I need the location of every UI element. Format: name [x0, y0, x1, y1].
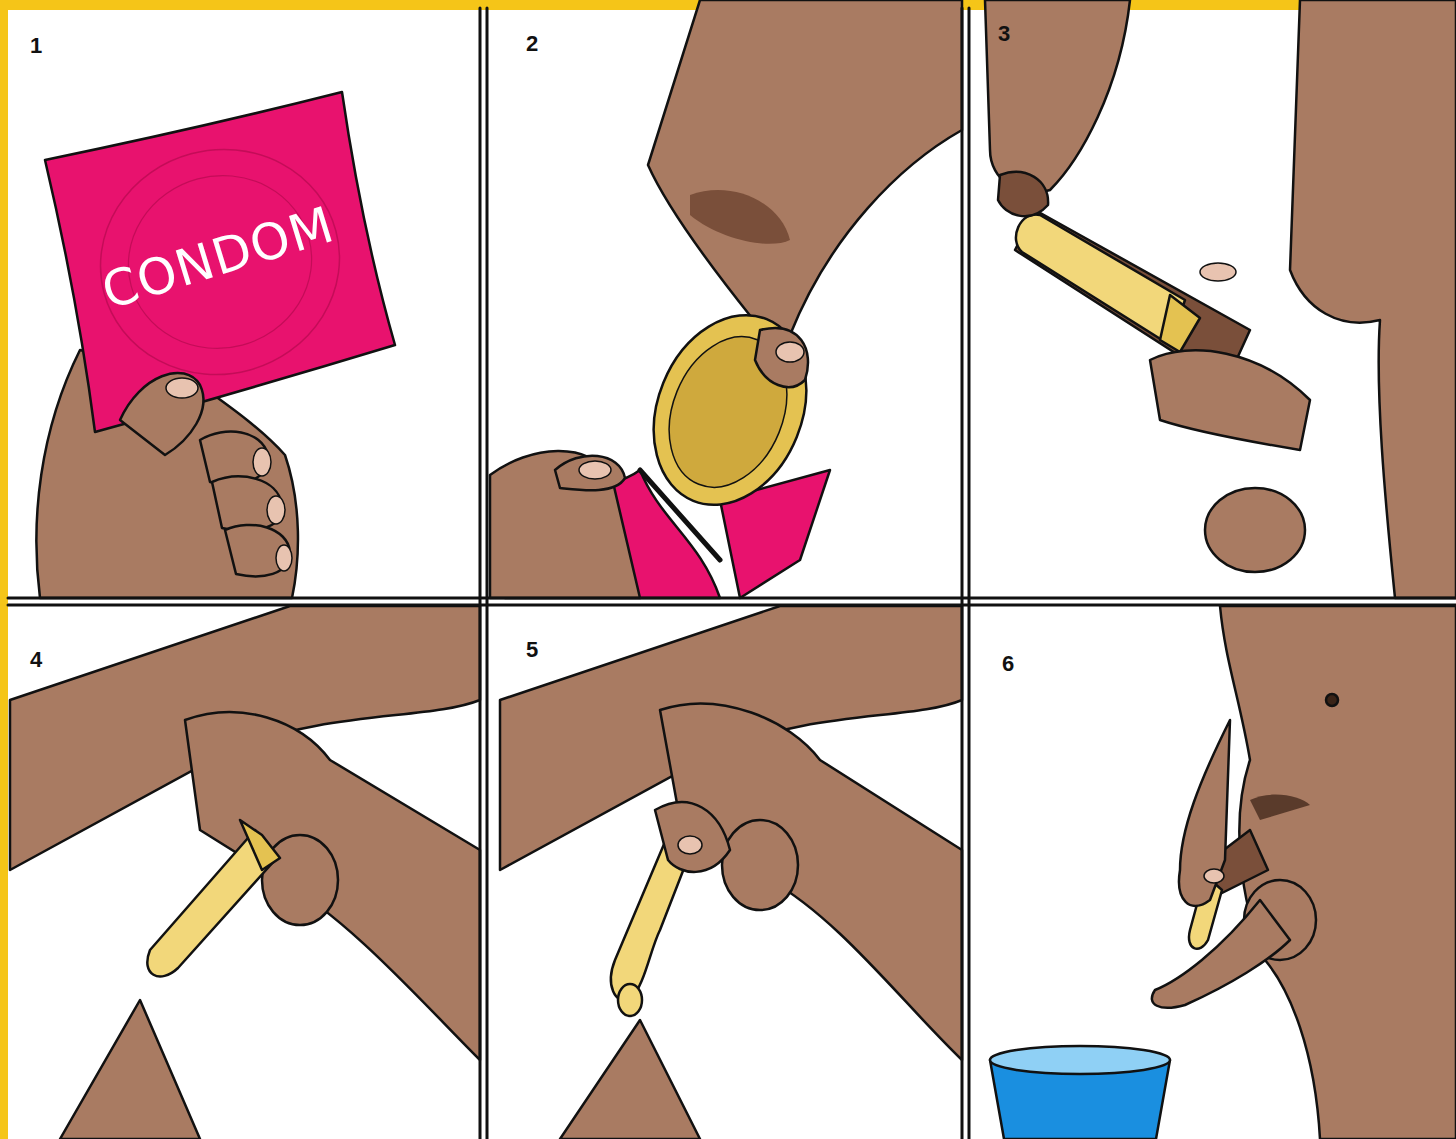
panel-two-shape	[490, 451, 640, 598]
panel-three-shape	[998, 172, 1048, 216]
panel-one-shape	[45, 92, 395, 432]
panel-one-shape	[267, 496, 285, 524]
panel-two-shape	[579, 461, 611, 479]
panel-number: 5	[526, 637, 538, 663]
panel-one	[36, 92, 395, 598]
wrapper-label: CONDOM	[95, 195, 340, 320]
panel-three-shape	[1016, 214, 1185, 345]
panel-three-shape	[1205, 488, 1305, 572]
panel-grid-shape	[968, 8, 971, 1139]
panel-six-shape	[1152, 900, 1290, 1008]
panel-three	[985, 0, 1456, 598]
panel-two-shape	[648, 319, 808, 505]
panel-three-shape	[1160, 295, 1200, 352]
panel-four-shape	[240, 820, 280, 870]
panel-two-shape	[555, 456, 625, 491]
panel-five-shape	[660, 704, 962, 1060]
left-bar	[0, 0, 8, 1139]
panel-one-shape	[276, 545, 292, 571]
panel-one-shape	[166, 378, 198, 398]
panel-number: 4	[30, 647, 42, 673]
panel-six-shape	[1326, 694, 1338, 706]
panel-number: 2	[526, 31, 538, 57]
panel-two-shape	[776, 342, 804, 362]
panel-five-shape	[722, 820, 798, 910]
panel-three-shape	[985, 0, 1130, 193]
panel-grid-shape	[8, 597, 1456, 600]
panel-four-shape	[60, 1000, 200, 1139]
panel-five-shape	[655, 802, 730, 872]
panel-number: 3	[998, 21, 1010, 47]
panel-two	[490, 0, 962, 598]
panel-four	[10, 606, 480, 1139]
panel-six	[990, 606, 1456, 1139]
panel-two-shape	[648, 0, 962, 335]
panel-five-shape	[560, 1020, 700, 1139]
panel-one-shape	[36, 350, 298, 598]
panel-three-shape	[1150, 350, 1310, 450]
panel-three-shape	[1200, 263, 1236, 281]
panel-two-shape	[690, 190, 790, 244]
panel-number: 6	[1002, 651, 1014, 677]
panel-five-shape	[618, 984, 642, 1016]
panel-three-shape	[1290, 0, 1456, 598]
panel-grid	[8, 8, 1456, 1139]
panel-grid-shape	[8, 604, 1456, 607]
panel-two-shape	[755, 328, 808, 387]
panel-five-shape	[678, 836, 702, 854]
panel-five	[500, 606, 962, 1139]
panel-one-shape	[253, 448, 271, 476]
panel-grid-shape	[479, 8, 482, 1139]
panel-six-shape	[1179, 720, 1230, 906]
panel-grid-shape	[961, 8, 964, 1139]
panel-six-shape	[1204, 869, 1224, 883]
panel-grid-shape	[486, 8, 489, 1139]
panel-one-shape	[75, 123, 365, 401]
panel-two-shape	[627, 292, 834, 528]
panel-six-shape	[1250, 795, 1310, 820]
panel-number: 1	[30, 33, 42, 59]
panel-six-shape	[990, 1046, 1170, 1074]
panel-one-shape	[120, 373, 203, 455]
